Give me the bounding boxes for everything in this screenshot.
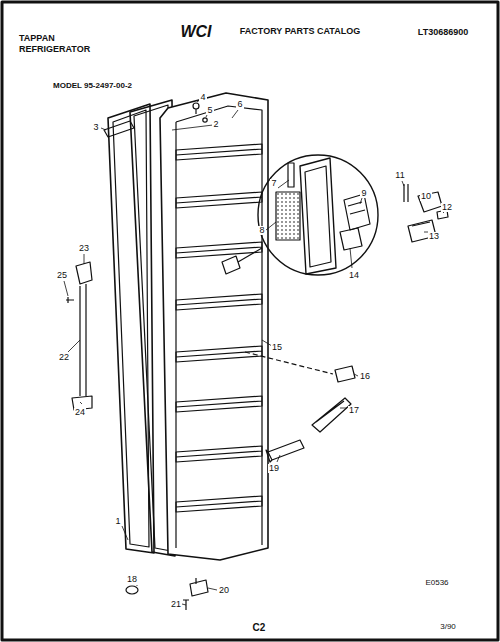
callout-number: 21 xyxy=(170,600,182,609)
small-parts xyxy=(404,184,448,242)
door-shelf xyxy=(176,496,262,512)
callout-number: 11 xyxy=(394,171,405,180)
door-handle xyxy=(66,262,92,410)
callout-number: 6 xyxy=(236,100,243,109)
callout-number: 14 xyxy=(348,271,360,280)
callout-number: 1 xyxy=(114,517,121,526)
assembly-line xyxy=(245,352,333,374)
dispenser-window xyxy=(222,256,240,274)
shelf-end xyxy=(266,440,304,462)
clip xyxy=(340,228,362,250)
door-shelf xyxy=(176,192,262,208)
washer xyxy=(203,118,207,122)
callout-number: 8 xyxy=(258,226,265,235)
callout-number: 12 xyxy=(441,203,453,212)
shelf-bar xyxy=(312,398,351,432)
callout-number: 5 xyxy=(206,106,213,115)
callout-number: 23 xyxy=(78,244,90,253)
callout-number: 3 xyxy=(92,123,99,132)
callout-number: 25 xyxy=(56,271,68,280)
cap xyxy=(126,586,138,594)
logo: WCI xyxy=(179,24,212,40)
sponge-pad xyxy=(276,192,300,240)
brand-name: TAPPAN xyxy=(18,34,56,43)
callout-number: 2 xyxy=(212,120,219,129)
detail-inset xyxy=(258,155,378,275)
page-code: C2 xyxy=(252,623,267,633)
callout-number: 20 xyxy=(218,586,230,595)
callout-number: 10 xyxy=(420,192,432,201)
bottom-hinge xyxy=(190,578,208,596)
door-shelf xyxy=(176,346,262,362)
callout-number: 22 xyxy=(58,353,70,362)
callout-number: 17 xyxy=(348,406,360,415)
callout-number: 16 xyxy=(359,372,371,381)
catalog-title: FACTORY PARTS CATALOG xyxy=(239,27,361,36)
callout-number: 7 xyxy=(270,179,277,188)
screw xyxy=(183,600,189,610)
door-shelf xyxy=(176,294,262,310)
door-shelf xyxy=(176,396,262,412)
door-shelf xyxy=(176,144,262,160)
strip xyxy=(288,163,294,187)
page-code: E0536 xyxy=(424,579,449,587)
callout-number: 4 xyxy=(199,93,206,102)
catalog-number: LT30686900 xyxy=(417,28,469,37)
door-liner xyxy=(160,93,268,560)
callout-number: 24 xyxy=(74,408,86,417)
callout-number: 19 xyxy=(268,464,280,473)
bracket xyxy=(344,194,370,230)
door-shelf xyxy=(176,446,262,462)
door-panel xyxy=(108,104,154,553)
page-code: 3/90 xyxy=(439,623,457,631)
callout-number: 15 xyxy=(271,343,283,352)
leader-lines xyxy=(64,99,444,605)
clip-part xyxy=(335,366,355,382)
model-number: MODEL 95-2497-00-2 xyxy=(52,82,133,90)
screw xyxy=(193,103,199,114)
callout-number: 13 xyxy=(428,232,440,241)
callout-number: 9 xyxy=(360,189,367,198)
callout-number: 18 xyxy=(126,575,138,584)
hinge xyxy=(104,121,134,137)
product-type: REFRIGERATOR xyxy=(18,45,91,54)
